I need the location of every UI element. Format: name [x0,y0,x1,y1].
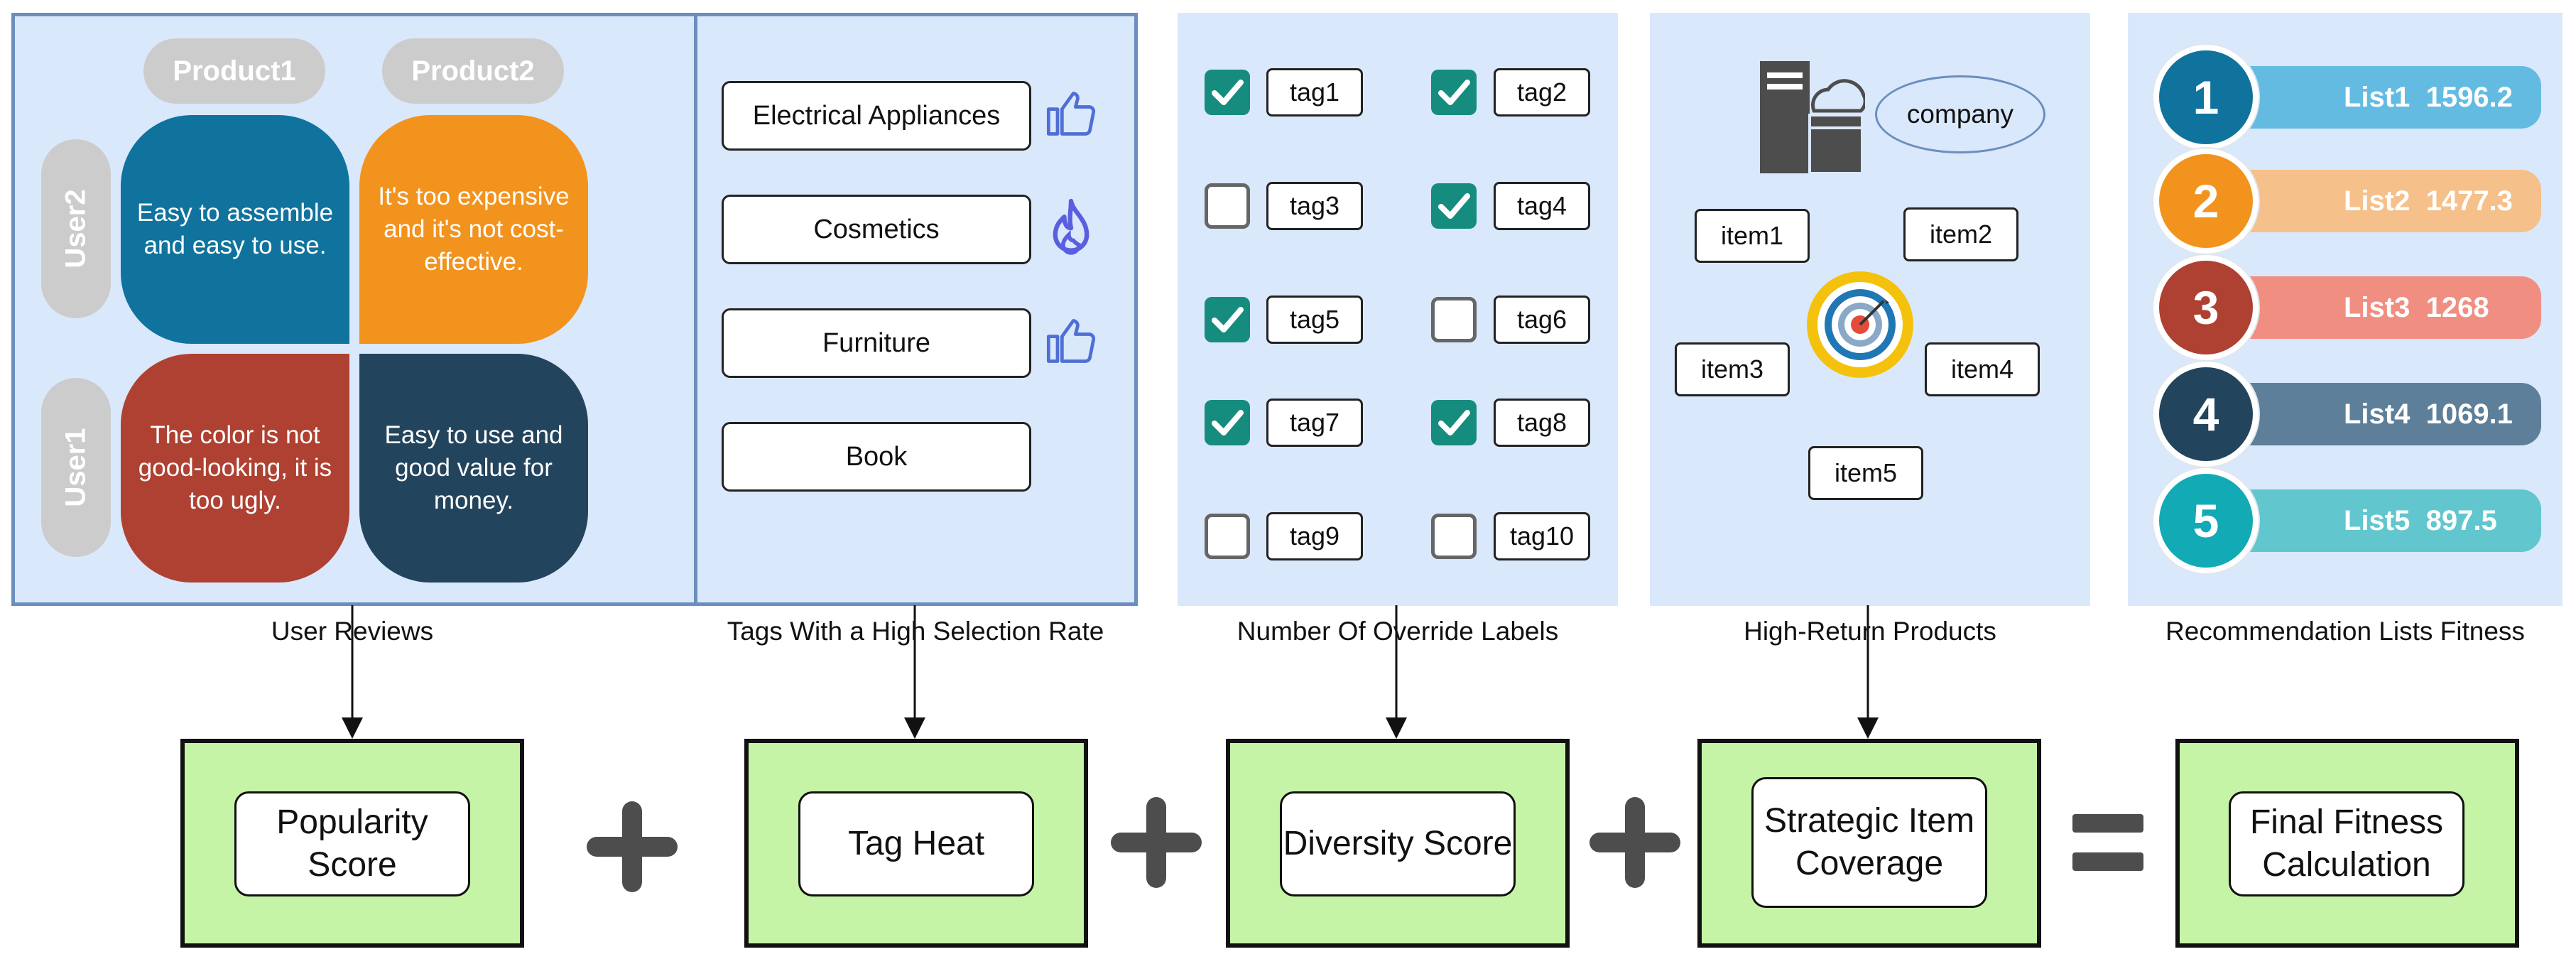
tag-book: Book [722,422,1031,492]
caption-recommendation-fitness: Recommendation Lists Fitness [2165,617,2525,646]
tag-label: tag5 [1266,296,1363,344]
tag-checkbox[interactable] [1205,400,1250,445]
tag-label: tag9 [1266,512,1363,560]
tag-checkbox[interactable] [1205,514,1250,559]
review-product1-user2: Easy to assemble and easy to use. [121,115,349,344]
product1-label: Product1 [143,38,325,104]
review-product2-user2: It's too expensive and it's not cost-eff… [359,115,588,344]
thumbs-up-icon [1046,92,1096,136]
checkmark-icon [1438,410,1470,435]
product-item-3: item3 [1675,342,1790,396]
tag-label: tag2 [1494,68,1590,117]
user2-label: User2 [41,139,111,318]
review-product2-user1: Easy to use and good value for money. [359,354,588,583]
target-icon [1807,271,1913,378]
list-rank-badge: 1 [2153,45,2259,150]
tag-checkbox[interactable] [1431,514,1477,559]
tag-electrical-appliances: Electrical Appliances [722,81,1031,151]
tag-checkbox[interactable] [1431,400,1477,445]
review-product1-user1: The color is not good-looking, it is too… [121,354,349,583]
list-rank-badge: 5 [2153,468,2259,573]
tag-checkbox[interactable] [1431,70,1477,115]
plus-operator [1111,797,1202,888]
plus-operator [1589,797,1680,888]
tag-furniture: Furniture [722,308,1031,378]
server-cloud-icon [1760,61,1865,175]
tag-checkbox[interactable] [1431,183,1477,229]
strategic-item-coverage-label: Strategic Item Coverage [1751,777,1987,908]
list-rank-badge: 2 [2153,148,2259,254]
checkmark-icon [1212,307,1244,332]
user1-label: User1 [41,378,111,557]
fire-icon [1053,198,1089,255]
checkmark-icon [1438,80,1470,105]
tag-checkbox[interactable] [1431,297,1477,342]
plus-operator [587,801,678,892]
product2-label: Product2 [382,38,564,104]
product-item-5: item5 [1808,446,1923,500]
product-item-2: item2 [1903,207,2018,261]
tag-cosmetics: Cosmetics [722,195,1031,264]
list-rank-badge: 4 [2153,362,2259,467]
popularity-score-label: Popularity Score [234,791,470,896]
tag-label: tag4 [1494,182,1590,230]
tag-checkbox[interactable] [1205,183,1250,229]
tag-label: tag10 [1494,512,1590,560]
tag-label: tag6 [1494,296,1590,344]
list-rank-badge: 3 [2153,255,2259,360]
checkmark-icon [1438,193,1470,219]
tag-heat-label: Tag Heat [798,791,1034,896]
product-item-4: item4 [1925,342,2040,396]
tag-label: tag3 [1266,182,1363,230]
tag-label: tag1 [1266,68,1363,117]
tag-label: tag8 [1494,399,1590,447]
caption-high-return-products: High-Return Products [1744,617,1996,646]
caption-override-labels: Number Of Override Labels [1237,617,1559,646]
thumbs-up-icon [1046,319,1096,363]
checkmark-icon [1212,80,1244,105]
tag-checkbox[interactable] [1205,297,1250,342]
diversity-score-label: Diversity Score [1280,791,1516,896]
product-item-1: item1 [1695,209,1810,263]
tag-label: tag7 [1266,399,1363,447]
checkmark-icon [1212,410,1244,435]
final-fitness-label: Final Fitness Calculation [2229,791,2464,896]
company-ellipse: company [1875,75,2045,153]
tag-checkbox[interactable] [1205,70,1250,115]
equals-operator [2072,814,2143,871]
